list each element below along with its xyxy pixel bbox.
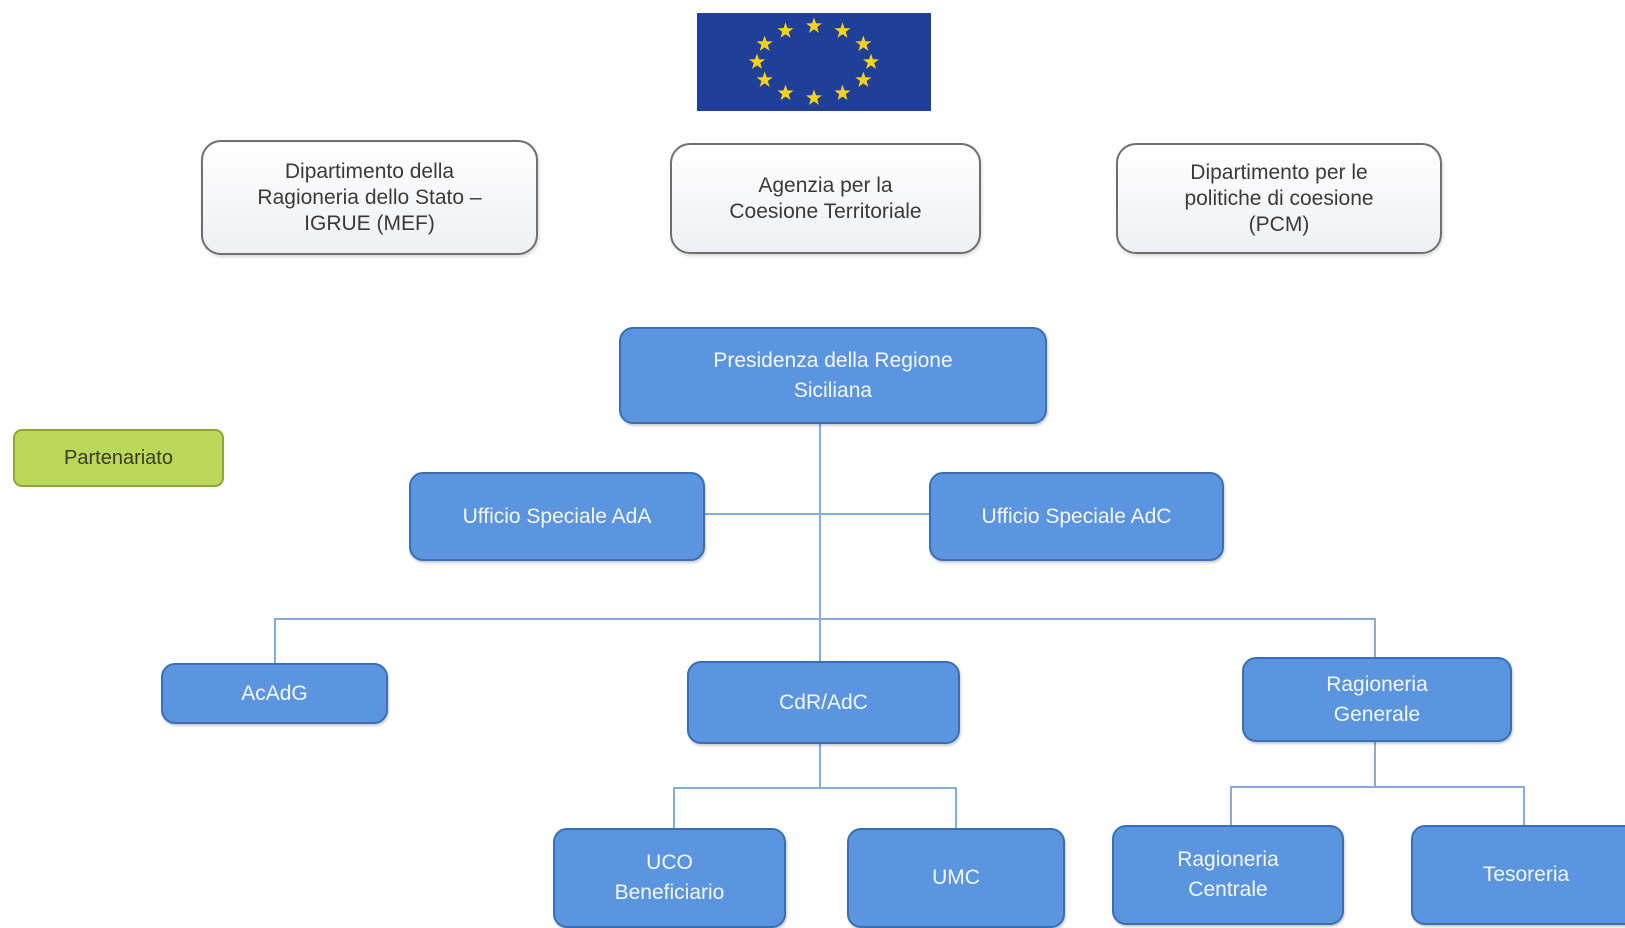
box-label: Tesoreria <box>1482 863 1570 886</box>
flag-star-icon <box>756 35 773 51</box>
connector-rag-gen <box>1374 618 1376 658</box>
flag-star-icon <box>834 22 851 38</box>
flag-star-icon <box>862 53 880 69</box>
box-presidenza-regione: Presidenza della Regione Siciliana <box>619 327 1047 424</box>
flag-stars <box>748 17 880 105</box>
box-tesoreria: Tesoreria <box>1411 825 1625 925</box>
box-acadg: AcAdG <box>161 663 388 724</box>
flag-star-icon <box>855 71 872 87</box>
connector-acadg <box>274 618 276 664</box>
flag-star-icon <box>777 22 794 38</box>
flag-star-icon <box>748 53 766 69</box>
box-dipartimento-ragioneria-stato: Dipartimento della Ragioneria dello Stat… <box>201 140 538 255</box>
box-label: Dipartimento della Ragioneria dello Stat… <box>257 159 482 235</box>
connector-level3-bar <box>274 618 1376 620</box>
box-partenariato: Partenariato <box>13 429 224 487</box>
connector-umc <box>955 787 957 829</box>
connector-tesoreria <box>1523 786 1525 827</box>
box-label: CdR/AdC <box>779 690 868 714</box>
connector-raggen-children-bar <box>1230 786 1525 788</box>
flag-star-icon <box>777 84 794 101</box>
box-label: Presidenza della Regione Siciliana <box>713 348 953 402</box>
box-label: Ragioneria Generale <box>1326 672 1428 726</box>
flag-star-icon <box>805 17 823 33</box>
box-agenzia-coesione: Agenzia per la Coesione Territoriale <box>670 143 981 254</box>
org-chart: Dipartimento della Ragioneria dello Stat… <box>13 13 1625 928</box>
connector-rag-cen <box>1230 786 1232 827</box>
connector-ada-adc <box>703 513 931 515</box>
box-label: Ufficio Speciale AdC <box>981 504 1172 528</box>
eu-flag-icon <box>697 13 931 111</box>
box-label: Ufficio Speciale AdA <box>462 504 652 528</box>
flag-star-icon <box>756 71 773 87</box>
flag-star-icon <box>805 89 823 105</box>
box-ragioneria-generale: Ragioneria Generale <box>1242 657 1512 742</box>
flag-star-icon <box>855 35 872 51</box>
connector-uco <box>673 787 675 829</box>
box-label: Agenzia per la Coesione Territoriale <box>729 173 922 223</box>
connector-cdr-children-bar <box>673 787 957 789</box>
box-uco-beneficiario: UCO Beneficiario <box>553 828 786 928</box>
box-label: UMC <box>932 866 980 889</box>
box-cdr-adc: CdR/AdC <box>687 661 960 744</box>
box-label: Ragioneria Centrale <box>1177 848 1279 901</box>
box-ufficio-speciale-ada: Ufficio Speciale AdA <box>409 472 705 561</box>
box-ragioneria-centrale: Ragioneria Centrale <box>1112 825 1344 925</box>
connector-root-down <box>819 424 821 698</box>
flag-star-icon <box>834 84 851 101</box>
box-label: UCO Beneficiario <box>614 851 725 904</box>
box-dipartimento-politiche-coesione: Dipartimento per le politiche di coesion… <box>1116 143 1442 254</box>
box-label: Partenariato <box>64 447 173 469</box>
connector-cdr-down <box>819 742 821 788</box>
box-label: Dipartimento per le politiche di coesion… <box>1184 160 1374 236</box>
connector-raggen-down <box>1374 740 1376 787</box>
box-ufficio-speciale-adc: Ufficio Speciale AdC <box>929 472 1224 561</box>
box-umc: UMC <box>847 828 1065 928</box>
box-label: AcAdG <box>241 681 308 705</box>
